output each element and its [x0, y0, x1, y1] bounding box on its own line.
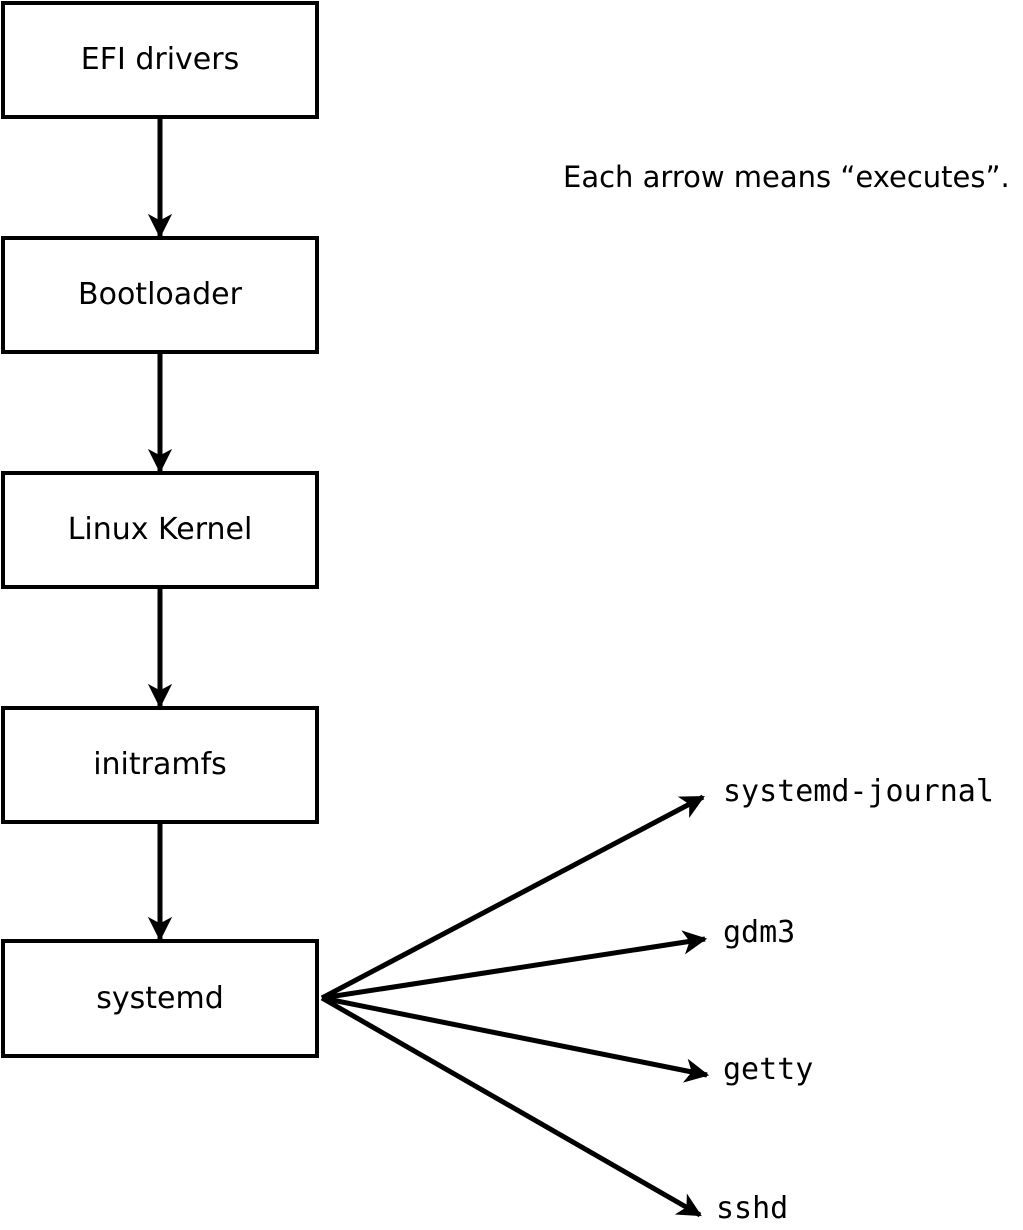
arrow-systemd-to-systemd-journal [320, 794, 705, 1001]
boot-stage-initramfs: initramfs [1, 706, 319, 824]
boot-stage-label: Linux Kernel [67, 512, 253, 547]
arrow-systemd-to-sshd [320, 995, 702, 1218]
service-label-gdm3: gdm3 [723, 915, 796, 950]
boot-stage-label: initramfs [93, 747, 227, 782]
arrow-systemd-to-getty [321, 995, 710, 1083]
service-fan-arrow-group [320, 794, 710, 1218]
service-label-systemd-journal: systemd-journal [723, 774, 994, 809]
boot-stage-bootloader: Bootloader [1, 236, 319, 354]
service-label-sshd: sshd [716, 1191, 789, 1226]
boot-stage-label: Bootloader [78, 277, 242, 312]
boot-stage-linux-kernel: Linux Kernel [1, 471, 319, 589]
boot-stage-systemd: systemd [1, 939, 319, 1058]
boot-stage-efi-drivers: EFI drivers [1, 1, 319, 119]
boot-stage-label: EFI drivers [80, 42, 240, 77]
arrow-systemd-to-gdm3 [321, 930, 708, 1001]
boot-stage-label: systemd [96, 980, 224, 1016]
service-label-getty: getty [723, 1052, 814, 1087]
diagram-caption: Each arrow means “executes”. [563, 160, 1010, 194]
